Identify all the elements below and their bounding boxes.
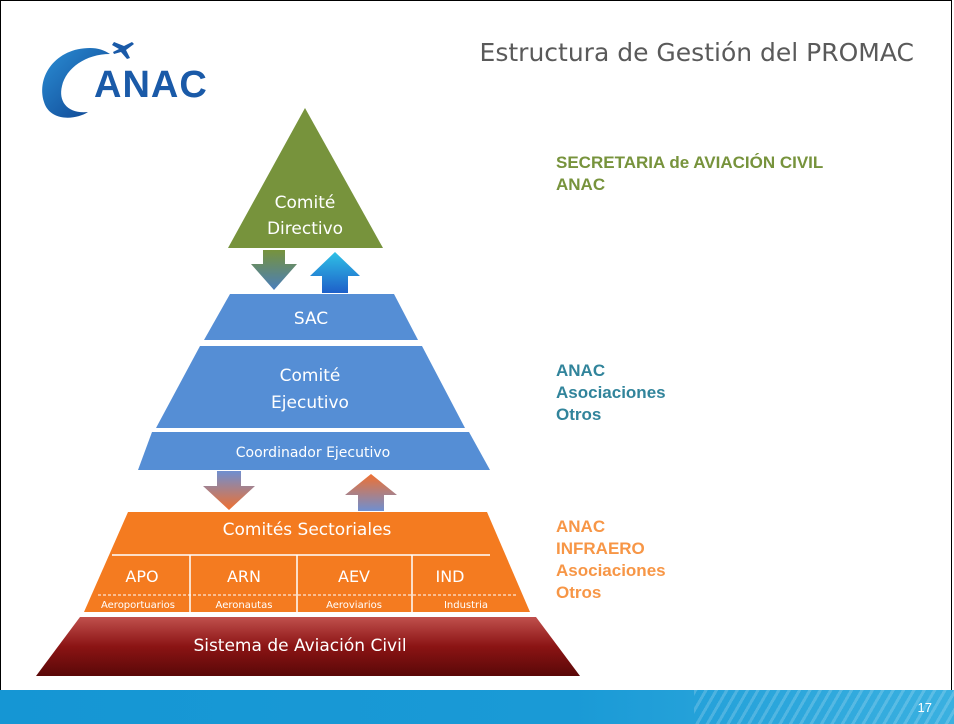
logo-text: ANAC	[94, 64, 208, 106]
footer-stripes	[694, 690, 954, 724]
coordinador-band	[138, 432, 490, 470]
logo-swoosh-icon	[42, 42, 134, 118]
side-label-3-line-2: INFRAERO	[556, 539, 645, 558]
side-label-1-line-1: SECRETARIA de AVIACIÓN CIVIL	[556, 153, 824, 172]
up-arrow-2-icon	[345, 474, 397, 511]
footer-bar	[0, 690, 954, 724]
coordinador-label: Coordinador Ejecutivo	[236, 445, 390, 461]
side-label-group-2: ANAC Asociaciones Otros	[556, 360, 666, 426]
page-number: 17	[917, 700, 932, 715]
sector-code-aev: AEV	[338, 567, 370, 586]
sector-name-aeronautas: Aeronautas	[216, 600, 273, 611]
comite-directivo-line1: Comité	[275, 193, 336, 213]
sector-code-ind: IND	[435, 567, 464, 586]
side-label-2-line-1: ANAC	[556, 361, 606, 380]
comite-directivo-triangle	[228, 108, 383, 248]
base-label: Sistema de Aviación Civil	[193, 636, 406, 656]
sector-name-aeroportuarios: Aeroportuarios	[101, 600, 175, 611]
sector-name-industria: Industria	[444, 600, 488, 611]
comite-ejecutivo-line1: Comité	[280, 366, 341, 386]
sector-code-arn: ARN	[227, 567, 261, 586]
sac-label: SAC	[294, 309, 328, 329]
side-label-3-line-3: Asociaciones	[556, 561, 666, 580]
sector-name-aeroviarios: Aeroviarios	[326, 600, 382, 611]
down-arrow-icon	[251, 250, 297, 290]
side-label-2-line-2: Asociaciones	[556, 383, 666, 402]
up-arrow-icon	[310, 252, 360, 293]
side-label-group-3: ANAC INFRAERO Asociaciones Otros	[556, 516, 666, 604]
sac-band	[204, 294, 418, 340]
comites-sectoriales-band	[84, 512, 530, 612]
sector-code-apo: APO	[125, 567, 158, 586]
comite-directivo-line2: Directivo	[267, 219, 343, 239]
side-label-1-line-2: ANAC	[556, 175, 606, 194]
slide-title: Estructura de Gestión del PROMAC	[479, 38, 914, 67]
base-band	[36, 617, 580, 676]
side-label-3-line-1: ANAC	[556, 517, 606, 536]
comite-ejecutivo-band	[156, 346, 465, 428]
side-label-3-line-4: Otros	[556, 583, 602, 602]
down-arrow-2-icon	[203, 471, 255, 510]
comites-sectoriales-label: Comités Sectoriales	[223, 520, 392, 540]
side-label-2-line-3: Otros	[556, 405, 602, 424]
comite-ejecutivo-line2: Ejecutivo	[271, 393, 349, 413]
side-label-group-1: SECRETARIA de AVIACIÓN CIVIL ANAC	[556, 152, 823, 196]
